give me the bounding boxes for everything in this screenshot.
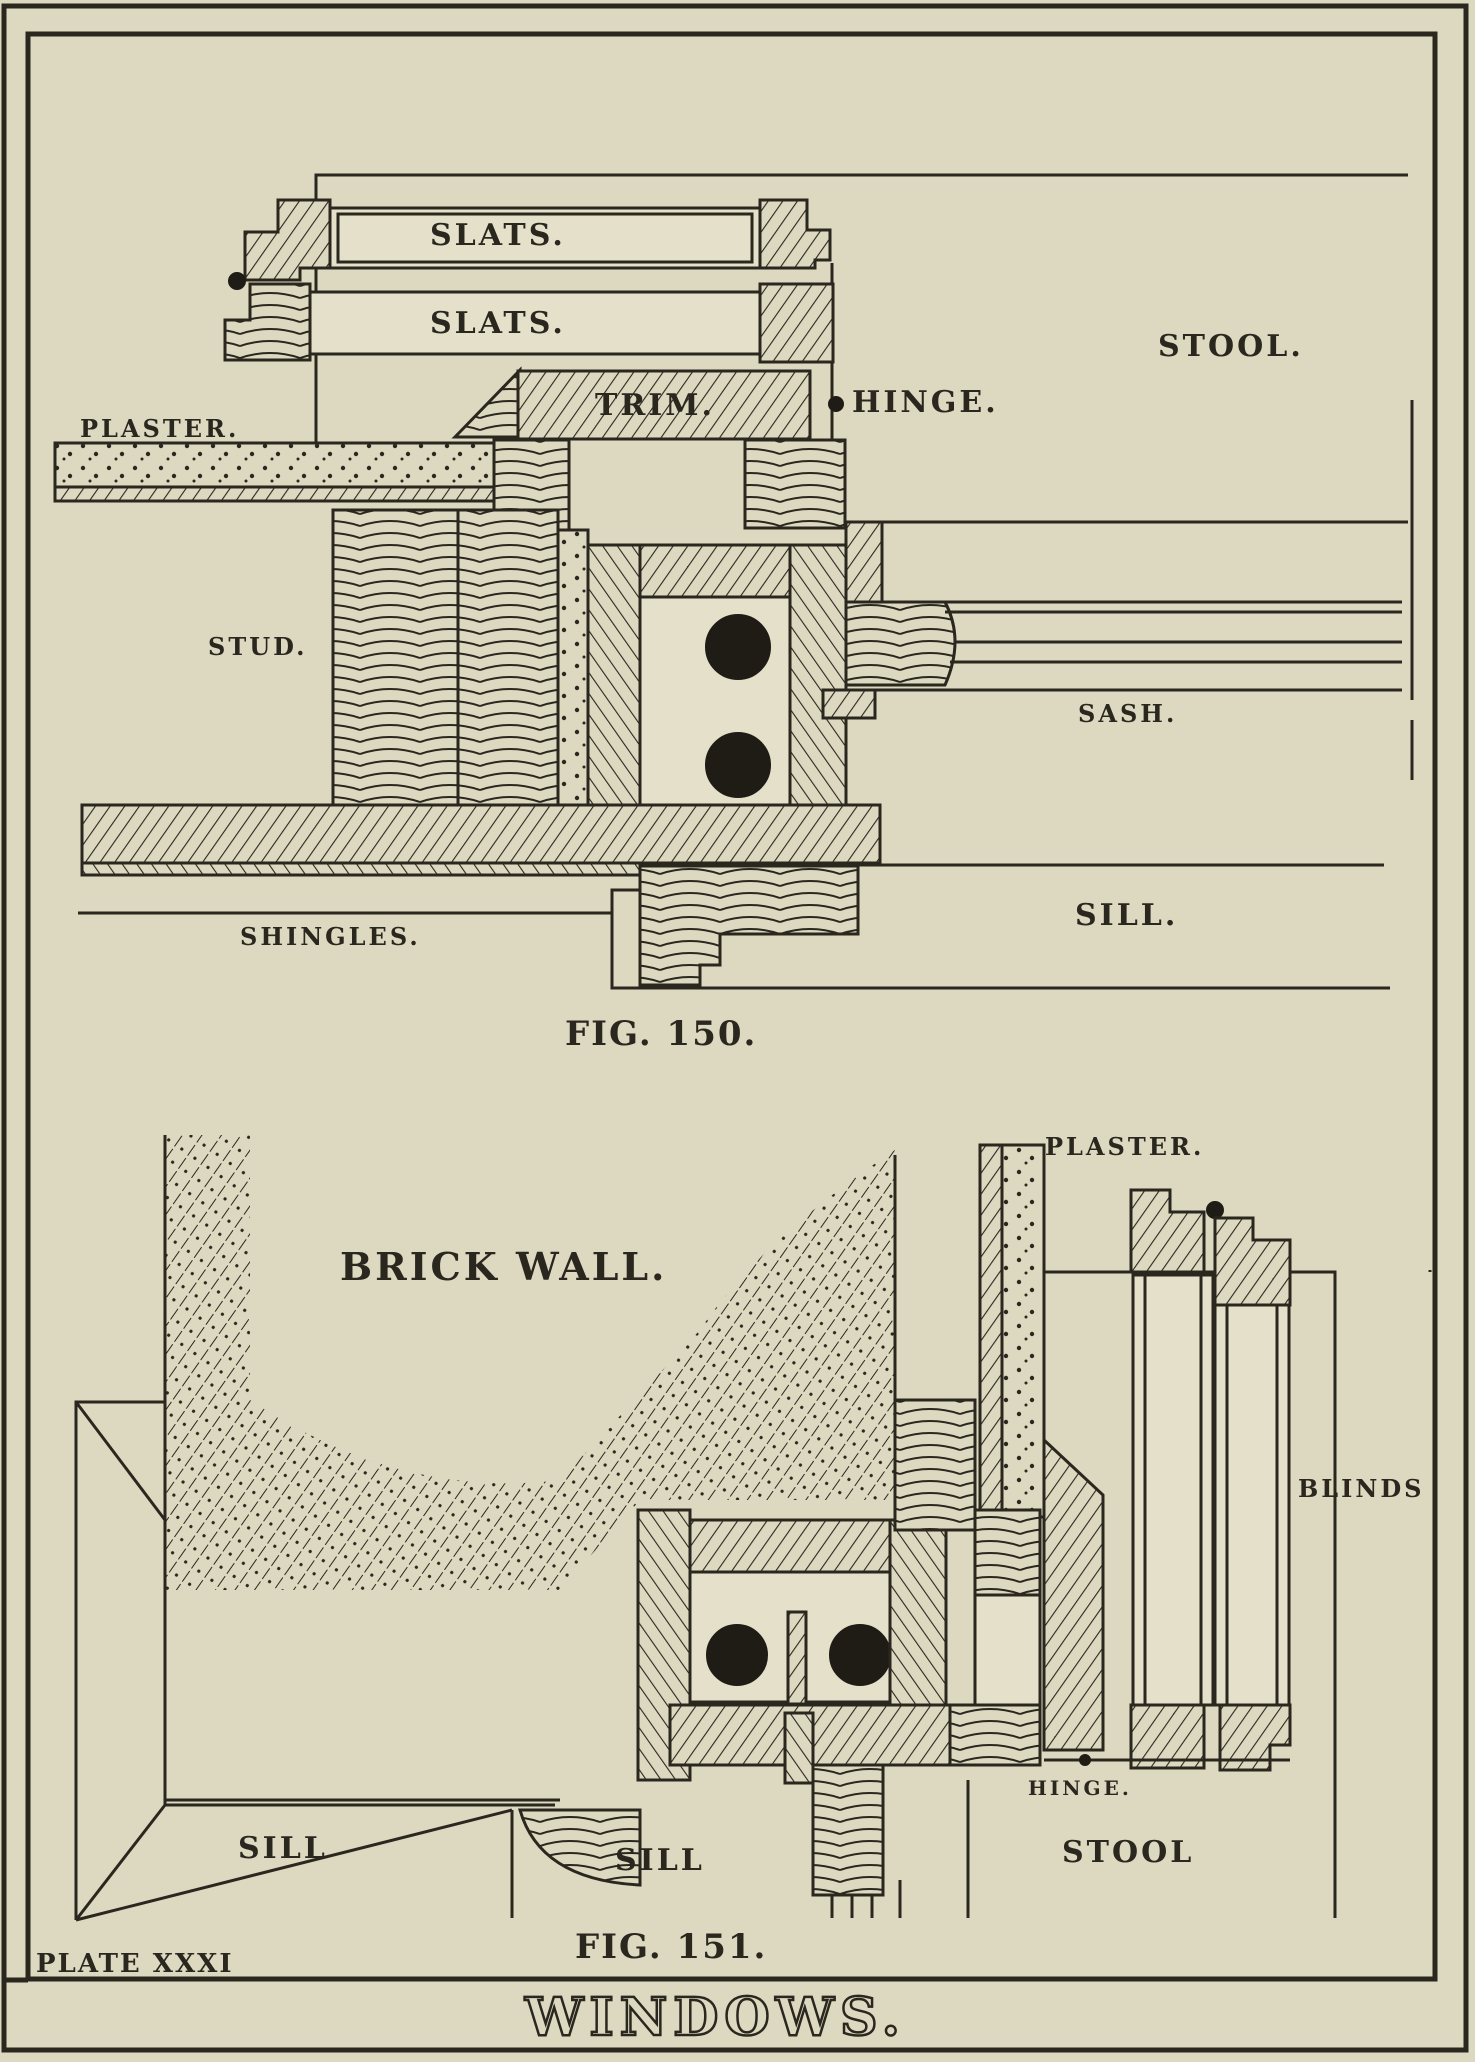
label-slats-top: SLATS. [430,218,566,253]
fig-150 [53,173,1414,990]
inner-border [25,31,1438,1982]
fig-151 [74,1135,1432,1922]
label-shingles: SHINGLES. [240,922,421,951]
label-slats-bottom: SLATS. [430,306,566,341]
fig-151-caption: FIG. 151. [575,1927,767,1967]
label-brick-wall: BRICK WALL. [340,1244,667,1289]
label-blinds: BLINDS [1298,1474,1424,1503]
label-sill: SILL. [1075,898,1178,933]
label-hinge: HINGE. [852,385,999,420]
plate-title: WINDOWS. [524,1987,906,2048]
label-stud: STUD. [208,632,307,661]
label-plaster: PLASTER. [80,414,239,443]
label-stool-151: STOOL [1062,1835,1194,1870]
label-hinge-151: HINGE. [1028,1776,1132,1800]
fig-150-caption: FIG. 150. [565,1014,757,1054]
label-sill-left: SILL [238,1831,328,1866]
plate-number: PLATE XXXI [36,1949,233,1979]
label-sill-mid: SILL [615,1843,705,1878]
label-plaster-151: PLASTER. [1045,1132,1204,1161]
outer-border [1,3,1469,2053]
label-sash: SASH. [1078,699,1177,728]
label-stool: STOOL. [1158,329,1304,364]
label-trim: TRIM. [595,388,715,423]
